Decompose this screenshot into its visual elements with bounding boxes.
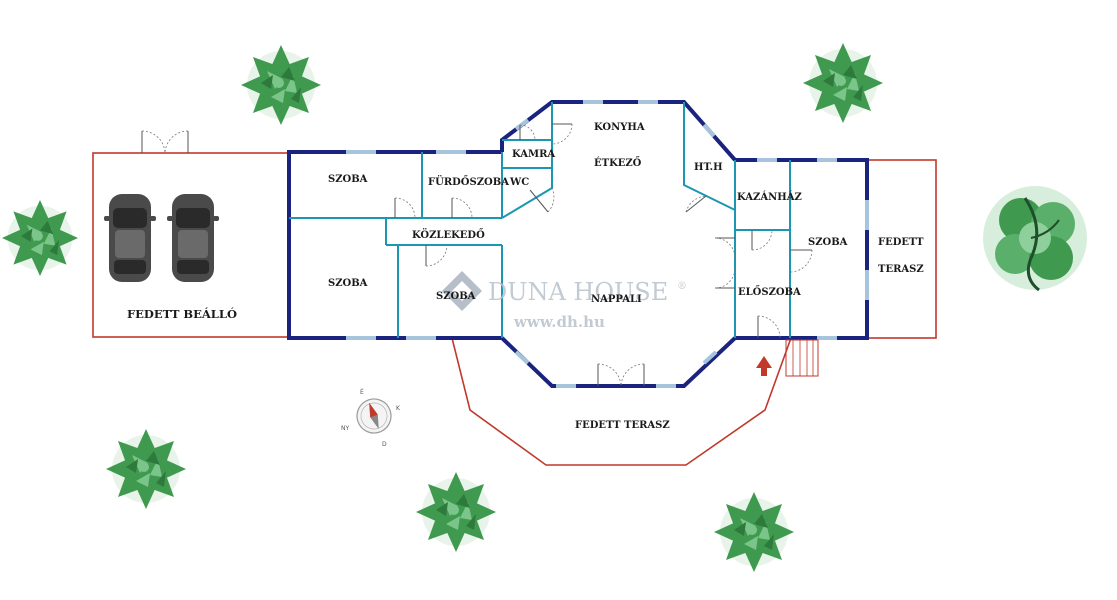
- windows: [346, 100, 869, 388]
- door-icon: [519, 124, 536, 141]
- room-label-fedett-terasz-e-1: FEDETT: [878, 237, 924, 248]
- door-icon: [451, 197, 473, 219]
- room-label-nappali: NAPPALI: [591, 294, 642, 305]
- tree-icon: [983, 186, 1087, 292]
- outer-walls: [287, 100, 869, 388]
- tree-icon: [803, 43, 883, 123]
- parking-gate-icon: [141, 130, 189, 154]
- compass-west: NY: [341, 425, 349, 432]
- tree-icon: [106, 429, 186, 509]
- door-icon: [425, 244, 448, 267]
- room-label-kazanhaz: KAZÁNHÁZ: [737, 191, 802, 203]
- door-icon: [714, 267, 736, 289]
- tree-icon: [1, 200, 78, 276]
- room-labels: SZOBA FÜRDŐSZOBA WC KAMRA KONYHA ÉTKEZŐ …: [127, 122, 924, 431]
- door-icon: [685, 195, 709, 213]
- compass-letters: É K D NY: [341, 388, 401, 448]
- south-terrace-outline: [451, 337, 792, 466]
- room-label-szoba-mid: SZOBA: [436, 291, 476, 302]
- east-terrace-outline: [867, 159, 937, 339]
- watermark-url: www.dh.hu: [513, 313, 605, 331]
- door-icon: [394, 197, 416, 219]
- inner-walls: [289, 102, 791, 338]
- room-label-hth: HT.H: [694, 162, 723, 173]
- room-label-wc: WC: [509, 177, 529, 188]
- door-icon: [551, 123, 573, 145]
- room-label-furdoszoba: FÜRDŐSZOBA: [428, 175, 509, 188]
- door-icon: [757, 315, 781, 339]
- compass-south: D: [382, 441, 387, 448]
- car-icon: [167, 194, 219, 282]
- room-label-kamra: KAMRA: [512, 149, 555, 160]
- tree-icon: [714, 492, 794, 572]
- room-label-szoba-nw: SZOBA: [328, 174, 368, 185]
- door-icon: [714, 237, 736, 259]
- duna-house-logo: [442, 271, 482, 311]
- compass-icon: [356, 398, 392, 434]
- room-label-szoba-sw: SZOBA: [328, 278, 368, 289]
- tree-icon: [416, 472, 496, 552]
- entrance-arrow-icon: [756, 356, 772, 376]
- watermark-brand: DUNA HOUSE: [488, 278, 668, 306]
- room-label-fedett-terasz-s: FEDETT TERASZ: [575, 420, 670, 431]
- compass-east: K: [396, 405, 401, 412]
- door-icon: [529, 187, 555, 213]
- patio-door-icon: [597, 363, 645, 387]
- room-label-konyha: KONYHA: [594, 122, 645, 133]
- room-label-kozlekedo: KÖZLEKEDŐ: [412, 228, 485, 241]
- car-icon: [104, 194, 156, 282]
- watermark-registered: ®: [677, 281, 687, 292]
- doors: [394, 123, 813, 387]
- watermark: DUNA HOUSE ® www.dh.hu: [442, 271, 687, 331]
- room-label-fedett-terasz-e-2: TERASZ: [878, 264, 924, 275]
- door-icon: [789, 249, 813, 273]
- room-label-fedett-beallo: FEDETT BEÁLLÓ: [127, 307, 237, 321]
- room-label-eloszoba: ELŐSZOBA: [738, 285, 801, 298]
- compass-north: É: [360, 388, 364, 396]
- room-label-etkezo: ÉTKEZŐ: [594, 156, 642, 169]
- tree-icon: [241, 45, 321, 125]
- tree-icons: [1, 43, 1087, 572]
- entrance-steps: [785, 339, 819, 377]
- door-icon: [751, 229, 773, 251]
- room-label-szoba-e: SZOBA: [808, 237, 848, 248]
